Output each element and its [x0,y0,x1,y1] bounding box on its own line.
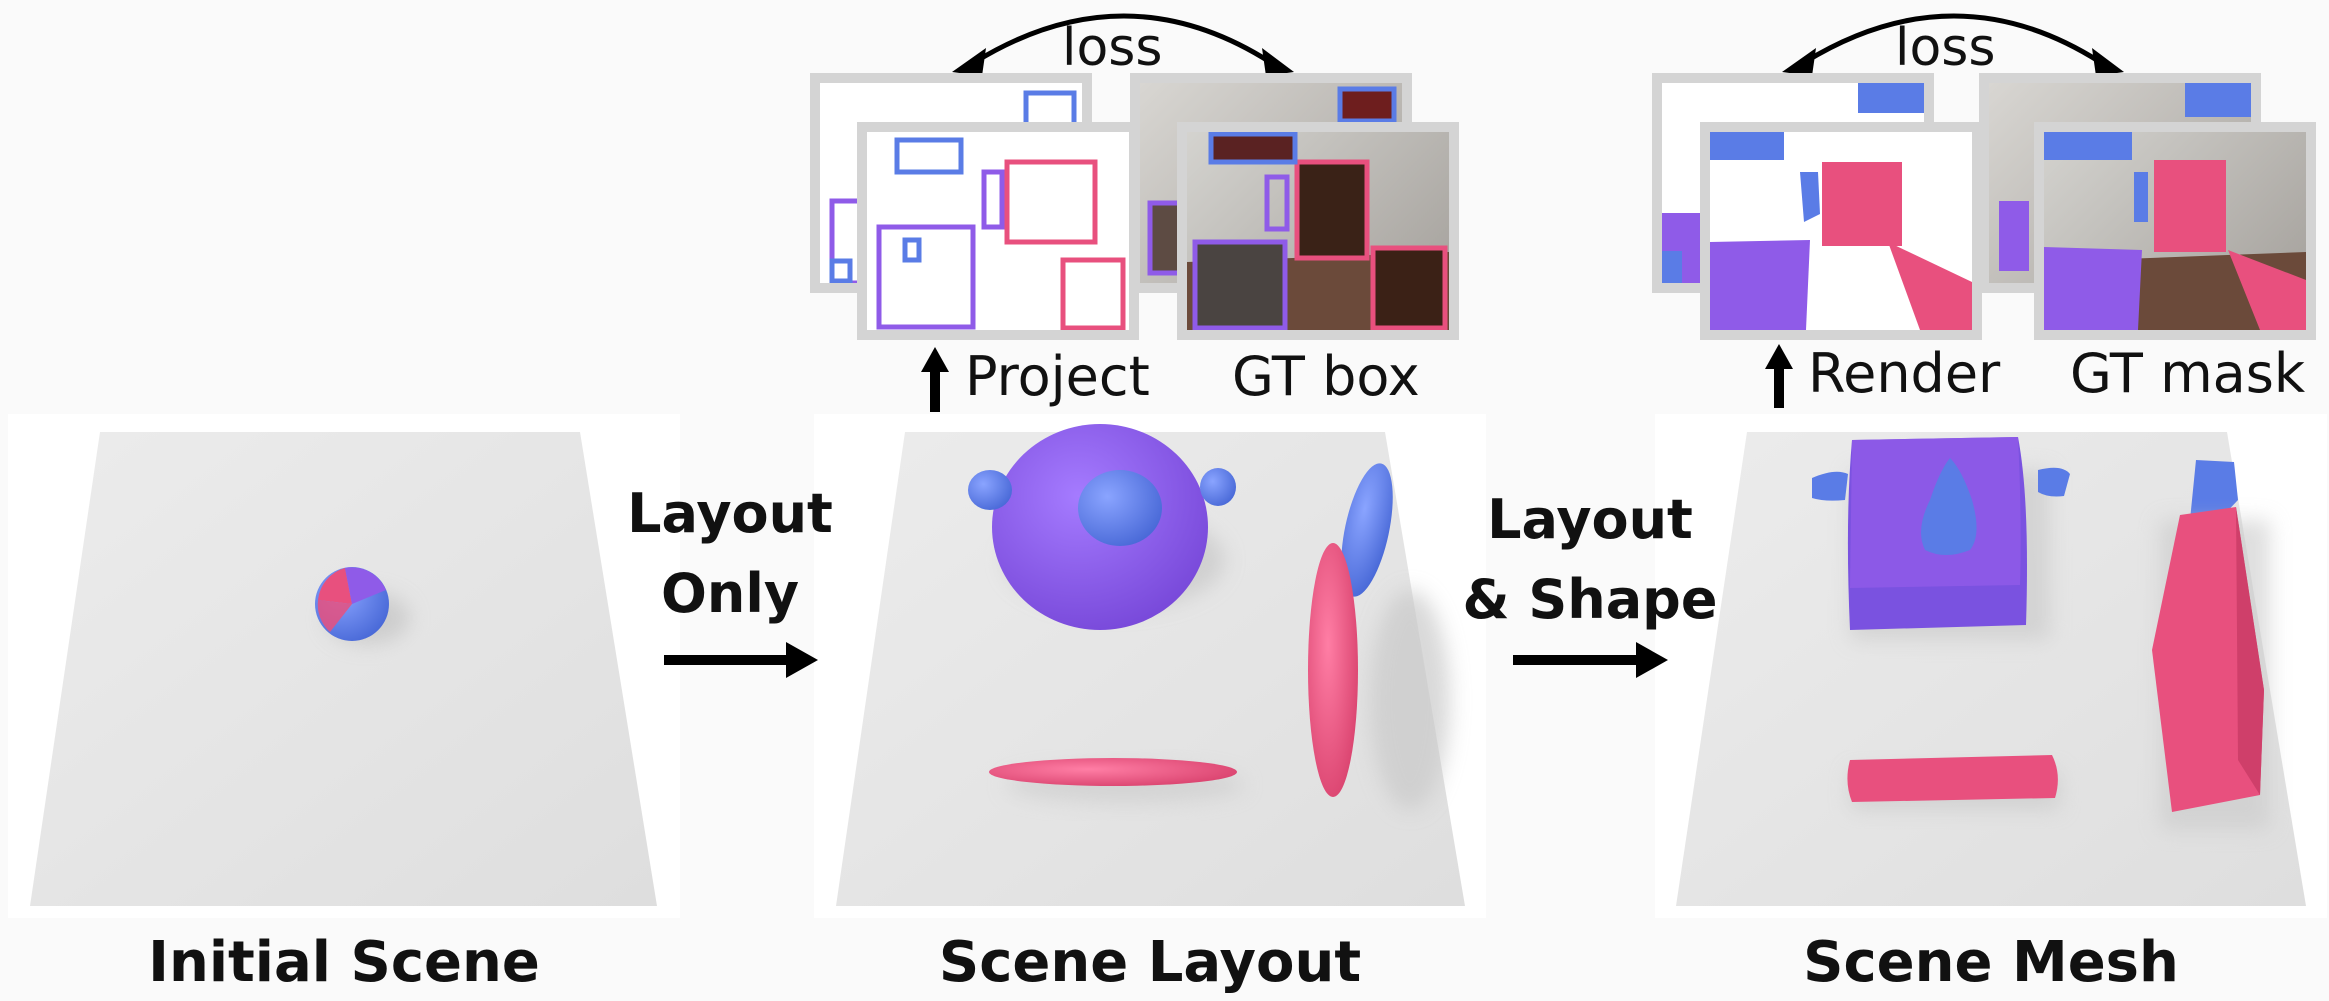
project-label: Project [965,345,1150,408]
layout-right-lamp-ellipsoid [1200,468,1236,506]
mesh-left-lamp [1812,471,1848,501]
floor-layout [836,432,1465,906]
loss-arrow-left [952,13,1294,76]
layout-tall-blue-ellipsoid [1341,463,1393,597]
step-layout-only: Layout Only [620,474,840,634]
step-layout-only-line2: Only [660,562,800,625]
mesh-pillow [1921,458,1977,555]
loss-label-right: loss [1895,18,1996,78]
arrow-layout-only [664,642,818,678]
caption-scene-mesh: Scene Mesh [1803,930,2179,995]
mesh-bench [1847,755,2058,802]
caption-scene-layout: Scene Layout [938,930,1362,995]
step-layout-shape-line1: Layout [1487,488,1693,551]
gt-mask-label: GT mask [2070,342,2306,405]
layout-wardrobe-shadow [1370,590,1450,810]
step-layout-shape-line2: & Shape [1462,568,1718,631]
caption-initial-scene: Initial Scene [148,930,540,995]
render-label: Render [1808,342,2001,405]
loss-label-left: loss [1062,18,1163,78]
layout-pillow-ellipsoid [1078,470,1162,546]
layout-bench-ellipsoid [989,758,1237,786]
arrow-project-up [921,347,949,412]
mesh-wardrobe [2152,507,2264,812]
gt-mask-thumb-front [2034,122,2316,340]
mesh-right-lamp [2038,467,2070,497]
loss-arrow-right [1782,13,2124,76]
gt-box-label: GT box [1232,345,1420,408]
mesh-wardrobe-side [2236,507,2264,795]
floor-mesh [1676,432,2306,906]
floor-initial [30,432,657,906]
render-mask-thumb-front [1700,122,1982,340]
gt-box-thumb-front [1177,122,1459,340]
step-layout-only-line1: Layout [627,482,833,545]
initial-ball [315,567,389,641]
projected-box-thumb-front [857,122,1139,340]
layout-wardrobe-ellipsoid [1308,543,1358,797]
arrow-render-up [1765,344,1793,408]
arrow-layout-shape [1513,642,1668,678]
layout-left-lamp-ellipsoid [968,470,1012,510]
step-layout-shape: Layout & Shape [1455,480,1725,640]
